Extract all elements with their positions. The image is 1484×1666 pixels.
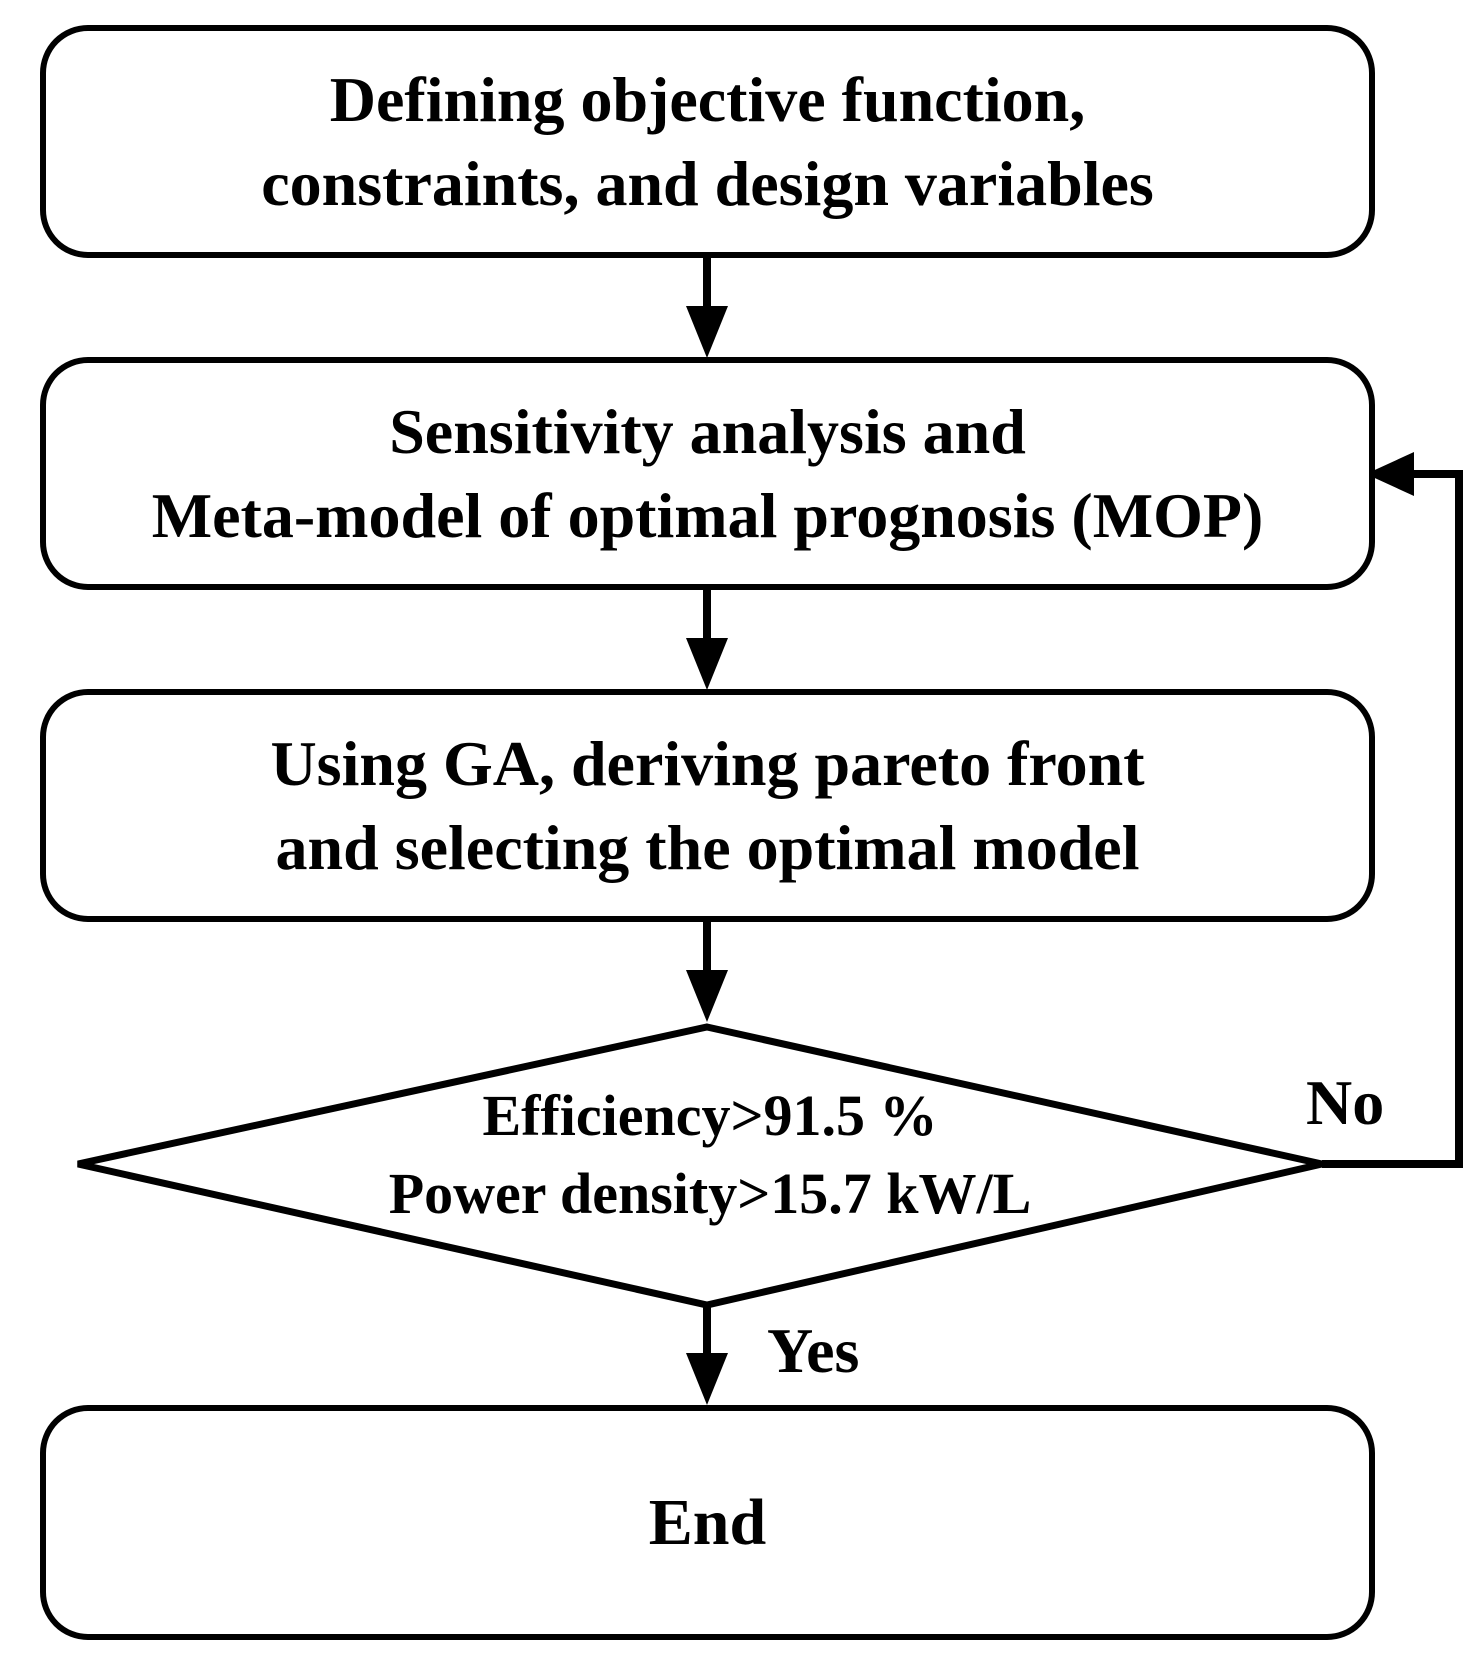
end-box: End: [40, 1405, 1375, 1640]
step-sensitivity-line-2: Meta-model of optimal prognosis (MOP): [151, 479, 1264, 551]
end-label: End: [648, 1485, 767, 1559]
no-label: No: [1306, 1067, 1385, 1138]
decision-line-1: Efficiency>91.5 %: [482, 1083, 938, 1148]
step-define-line-1: Defining objective function,: [329, 63, 1086, 135]
step-define-box: Defining objective function, constraints…: [40, 25, 1375, 258]
arrow-no-loop: [1322, 452, 1463, 1168]
arrow-define-to-sensitivity: [686, 258, 728, 358]
step-ga-line-1: Using GA, deriving pareto front: [270, 727, 1145, 799]
decision-line-2: Power density>15.7 kW/L: [388, 1161, 1032, 1226]
decision-text: Efficiency>91.5 % Power density>15.7 kW/…: [300, 1077, 1120, 1233]
step-define-line-2: constraints, and design variables: [261, 147, 1154, 219]
step-ga-line-2: and selecting the optimal model: [275, 811, 1140, 883]
yes-label: Yes: [767, 1315, 860, 1386]
step-sensitivity-box: Sensitivity analysis and Meta-model of o…: [40, 357, 1375, 590]
arrow-ga-to-decision: [686, 922, 728, 1022]
arrow-decision-to-end: [686, 1305, 728, 1405]
step-sensitivity-line-1: Sensitivity analysis and: [389, 395, 1026, 467]
step-ga-box: Using GA, deriving pareto front and sele…: [40, 689, 1375, 922]
arrow-sensitivity-to-ga: [686, 590, 728, 690]
